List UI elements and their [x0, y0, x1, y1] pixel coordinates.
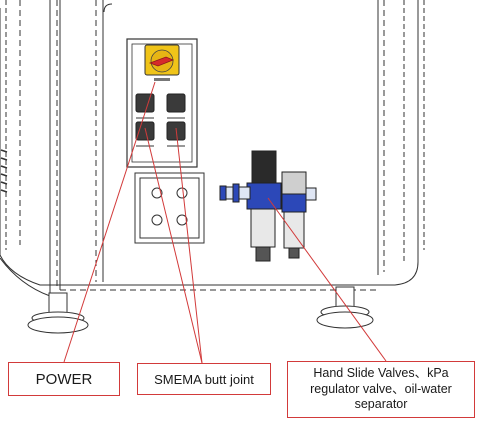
- side-vents: [0, 149, 8, 193]
- power-callout: POWER: [8, 362, 120, 396]
- smema-callout: SMEMA butt joint: [137, 363, 271, 395]
- valves-callout: Hand Slide Valves、kPa regulator valve、oi…: [287, 361, 475, 418]
- smema-connector-plate: [134, 172, 205, 244]
- air-filter-regulator-icon: [219, 150, 317, 262]
- leveling-feet: [27, 286, 374, 334]
- machine-cabinet: [0, 0, 425, 297]
- leader-lines: [63, 81, 387, 364]
- control-panel: [126, 38, 198, 168]
- push-button-icon: [135, 93, 186, 147]
- power-switch-icon: [144, 44, 180, 81]
